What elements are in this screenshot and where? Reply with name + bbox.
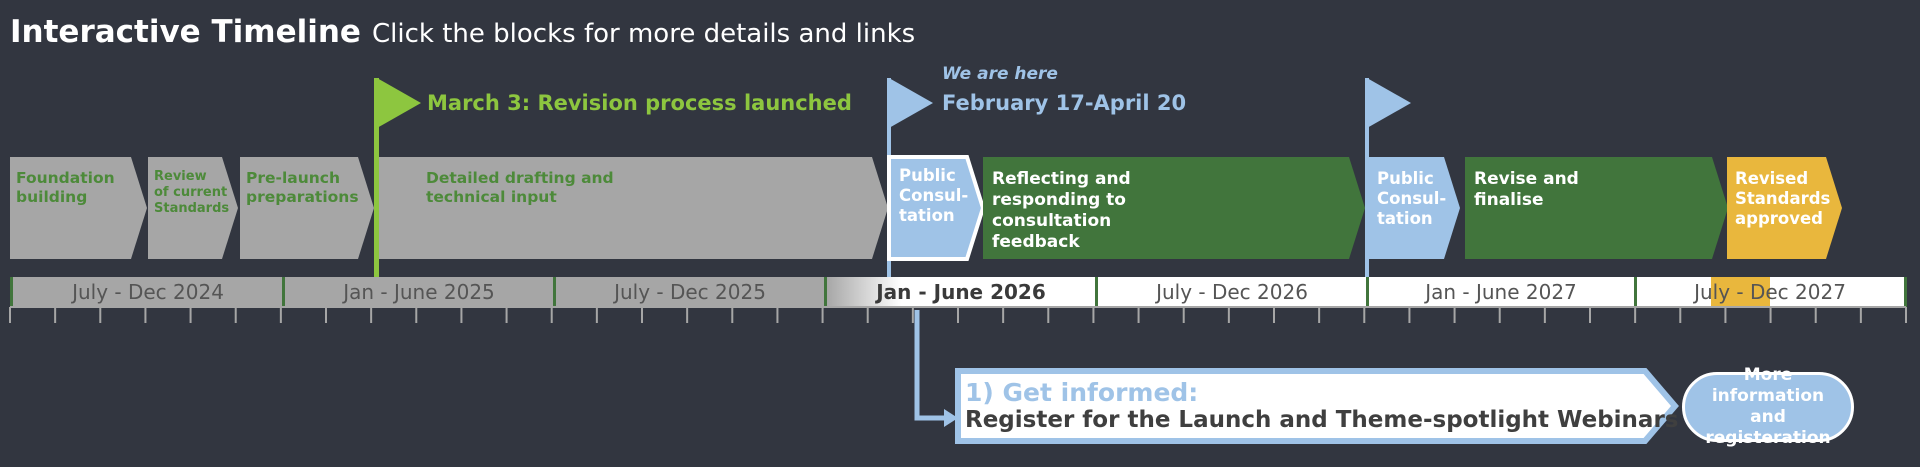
block-label: Foundation building xyxy=(16,169,115,206)
launch-flag-icon xyxy=(374,78,421,278)
block-label: Pre-launch preparations xyxy=(246,169,359,206)
block-label: Public Consul- tation xyxy=(899,166,969,225)
current-flag-label: February 17-April 20 xyxy=(942,91,1187,115)
period-segment: July - Dec 2025 xyxy=(555,277,825,307)
page-title: Interactive Timeline xyxy=(10,14,361,50)
block-revise-finalise[interactable]: Revise and finalise xyxy=(1465,157,1728,259)
call-to-action-title: 1) Get informed: xyxy=(965,378,1199,407)
period-divider xyxy=(1095,277,1098,307)
block-label: Reflecting and responding to consultatio… xyxy=(992,169,1131,252)
period-divider xyxy=(1904,277,1907,307)
period-divider xyxy=(1634,277,1637,307)
block-reflecting-responding[interactable]: Reflecting and responding to consultatio… xyxy=(983,157,1365,259)
period-divider xyxy=(282,277,285,307)
period-segment-current: Jan - June 2026 xyxy=(826,277,1096,307)
block-current-outline xyxy=(887,155,985,261)
block-review-standards[interactable]: Review of current Standards xyxy=(148,157,238,259)
period-divider xyxy=(824,277,827,307)
launch-flag-label: March 3: Revision process launched xyxy=(427,91,852,115)
block-foundation-building[interactable]: Foundation building xyxy=(10,157,147,259)
period-divider xyxy=(553,277,556,307)
arrow-icon xyxy=(914,310,958,427)
block-label: Revise and finalise xyxy=(1474,169,1579,210)
period-segment: Jan - June 2025 xyxy=(284,277,554,307)
block-label: Public Consul- tation xyxy=(1377,169,1447,228)
period-segment: July - Dec 2024 xyxy=(13,277,283,307)
block-label: Review of current Standards xyxy=(154,169,230,216)
call-to-action-box[interactable] xyxy=(955,368,1680,444)
period-segment: July - Dec 2027 xyxy=(1636,277,1904,307)
more-information-button[interactable]: More information and registeration xyxy=(1682,365,1854,448)
block-label: Detailed drafting and technical input xyxy=(426,169,614,206)
month-ticks xyxy=(9,306,1907,323)
period-segment: July - Dec 2026 xyxy=(1097,277,1367,307)
block-detailed-drafting[interactable]: Detailed drafting and technical input xyxy=(379,157,888,259)
block-public-consultation-2[interactable]: Public Consul- tation xyxy=(1367,157,1460,259)
period-divider xyxy=(1366,277,1369,307)
block-label: Revised Standards approved xyxy=(1735,169,1831,228)
call-to-action-text: Register for the Launch and Theme-spotli… xyxy=(965,407,1679,433)
period-divider xyxy=(10,277,13,307)
period-segment: Jan - June 2027 xyxy=(1368,277,1634,307)
block-public-consultation-1[interactable]: Public Consul- tation xyxy=(889,157,983,259)
current-flag-sublabel: We are here xyxy=(942,64,1058,84)
block-standards-approved[interactable]: Revised Standards approved xyxy=(1727,157,1842,259)
more-information-label: More information and registeration xyxy=(1705,365,1831,448)
page-subtitle: Click the blocks for more details and li… xyxy=(372,19,916,49)
block-pre-launch[interactable]: Pre-launch preparations xyxy=(240,157,374,259)
